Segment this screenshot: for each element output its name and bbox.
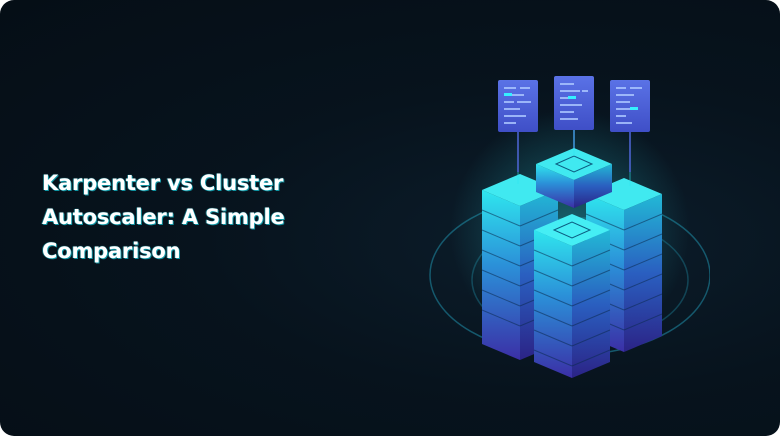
data-panels (498, 76, 650, 172)
connector-lines (517, 130, 631, 186)
title-line-1: Karpenter vs Cluster (42, 171, 284, 195)
title-line-2: Autoscaler: A Simple (42, 205, 285, 229)
server-cluster-icon (429, 76, 710, 378)
server-tower-front (533, 214, 611, 378)
title-line-3: Comparison (42, 239, 181, 263)
server-tower-center-back (536, 148, 612, 208)
article-title: Karpenter vs Cluster Autoscaler: A Simpl… (42, 166, 342, 268)
